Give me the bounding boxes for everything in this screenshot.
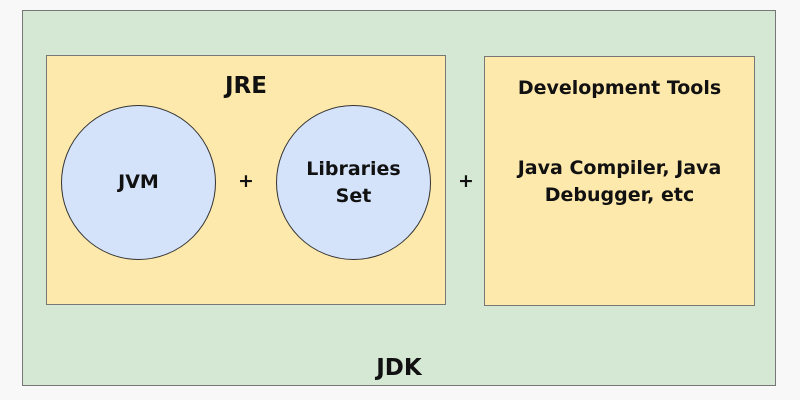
jdk-label: JDK (376, 355, 422, 381)
plus-sign-jvm-libraries: + (238, 170, 254, 192)
development-tools-title: Development Tools (517, 77, 722, 99)
plus-sign-jre-tools: + (458, 170, 474, 192)
development-tools-description: Java Compiler, Java Debugger, etc (517, 157, 722, 206)
libraries-set-circle: Libraries Set (276, 105, 431, 260)
development-tools-container: Development Tools Java Compiler, Java De… (484, 56, 755, 306)
jre-label: JRE (225, 73, 267, 99)
libraries-set-label: Libraries Set (306, 157, 401, 207)
jvm-circle: JVM (61, 105, 216, 260)
jvm-label: JVM (118, 171, 159, 193)
